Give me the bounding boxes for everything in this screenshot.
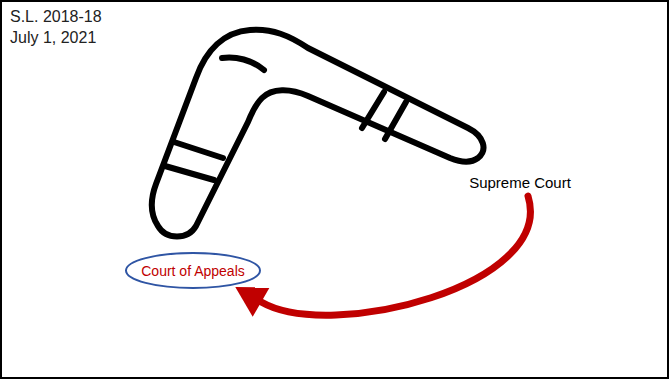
arrow-head	[235, 287, 269, 317]
court-label-node: Supreme Court	[462, 170, 578, 194]
note-label: S.L. 2018-18	[10, 8, 102, 26]
note-label: July 1, 2021	[10, 29, 96, 47]
court-name: Court of Appeals	[141, 263, 245, 279]
arrow-shaft	[261, 196, 530, 315]
court-ellipse: Court of Appeals	[125, 252, 261, 289]
court-name: Supreme Court	[469, 174, 571, 191]
boomerang-outline	[152, 30, 484, 237]
curved-arrow	[235, 196, 530, 317]
